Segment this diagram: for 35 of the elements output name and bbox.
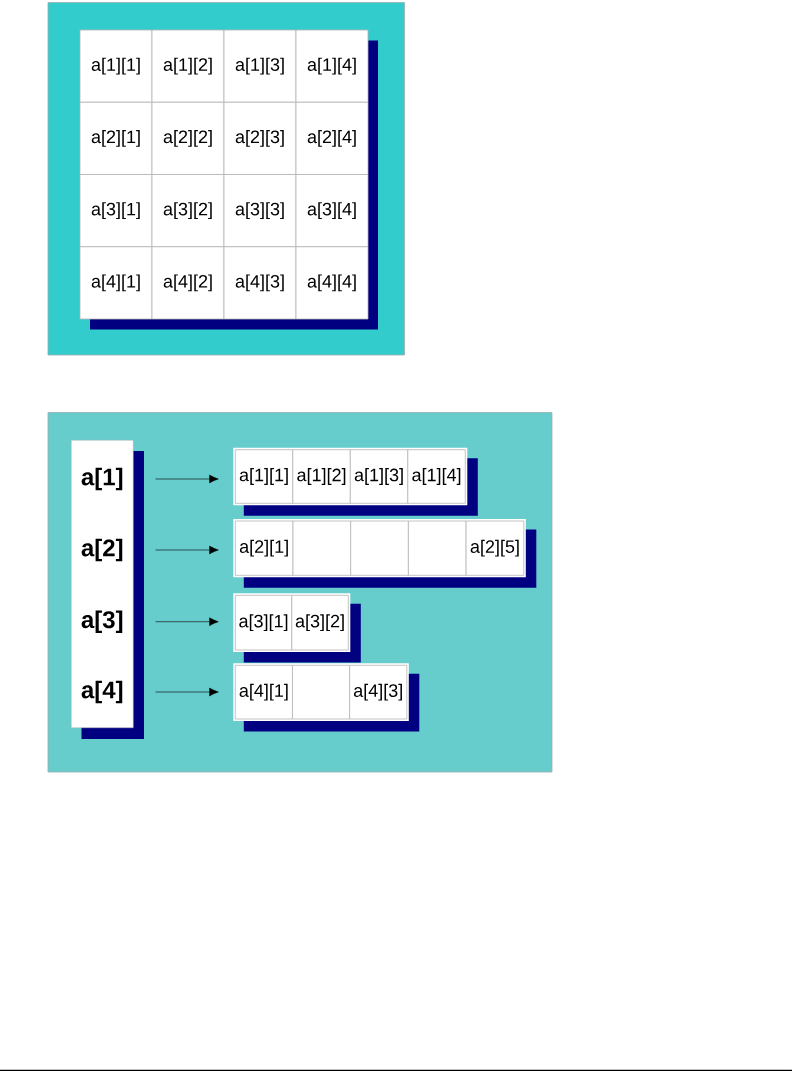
array-cell: a[4][3] xyxy=(223,246,297,320)
array-cell: a[3][1] xyxy=(234,594,293,651)
arrow xyxy=(155,687,219,697)
array-cell: a[2][1] xyxy=(79,101,153,175)
arrow xyxy=(155,545,219,555)
pointer-label: a[1] xyxy=(81,467,123,491)
pointer-label: a[3] xyxy=(81,610,123,633)
array-cell: a[2][1] xyxy=(234,520,294,576)
pointer-label: a[4] xyxy=(81,680,123,704)
pointer-column xyxy=(71,440,144,739)
array-cell: a[3][1] xyxy=(79,174,153,248)
array-cell: a[1][2] xyxy=(292,449,351,504)
array-cell: a[3][2] xyxy=(151,174,225,248)
array-cell: a[4][4] xyxy=(295,246,369,320)
array-cell: a[1][1] xyxy=(79,29,153,103)
array-cell: a[3][3] xyxy=(223,174,297,248)
array-cell: a[1][4] xyxy=(407,449,466,504)
array-cell: a[1][4] xyxy=(295,29,369,103)
array-cell: a[1][3] xyxy=(223,29,297,103)
pointer-label: a[2] xyxy=(81,538,123,562)
array-cell: a[2][2] xyxy=(151,101,225,175)
array-cell: a[4][1] xyxy=(79,246,153,320)
array-cell: a[1][1] xyxy=(234,449,294,504)
array-cell: a[4][1] xyxy=(234,664,293,720)
array-cell: a[2][5] xyxy=(465,520,525,576)
array-cell: a[1][3] xyxy=(349,449,409,504)
arrow xyxy=(155,474,219,484)
array-cell: a[4][3] xyxy=(349,664,408,720)
array-cell: a[3][4] xyxy=(295,174,369,248)
array-cell: a[4][2] xyxy=(151,246,225,320)
array-cell: a[2][3] xyxy=(223,101,297,175)
array-cell: a[2][4] xyxy=(295,101,369,175)
arrow xyxy=(155,617,219,626)
array-cell: a[3][2] xyxy=(291,594,349,651)
array-cell: a[1][2] xyxy=(151,29,225,103)
